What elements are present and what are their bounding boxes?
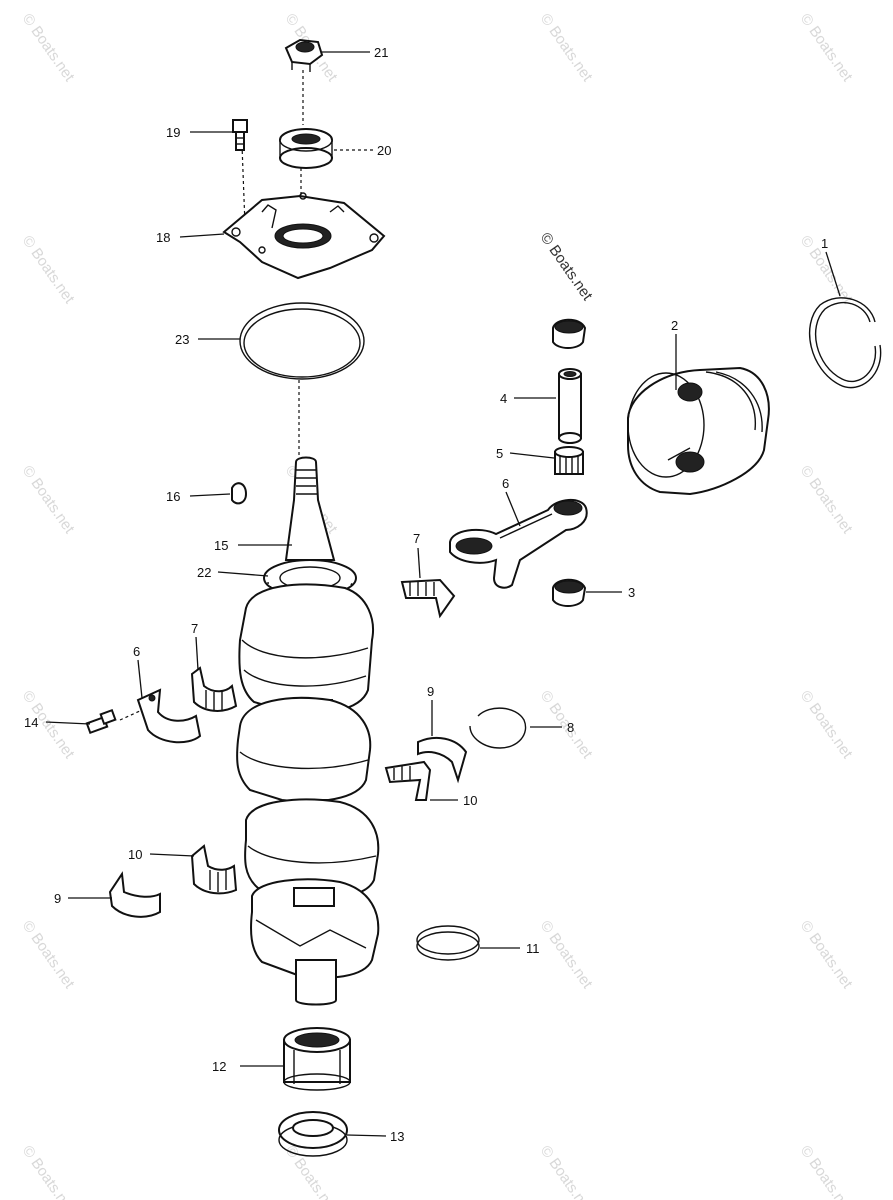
callout-9: 9 — [54, 891, 61, 906]
watermark: © Boats.net — [282, 1143, 341, 1200]
callout-21: 21 — [374, 45, 388, 60]
part-14-screw — [85, 708, 117, 735]
callout-20: 20 — [377, 143, 391, 158]
watermark: © Boats.net — [537, 1143, 596, 1200]
watermark: © Boats.net — [537, 918, 596, 993]
part-6-rod-cap — [136, 688, 202, 744]
watermark: © Boats.net — [19, 233, 78, 308]
callout-23: 23 — [175, 332, 189, 347]
part-6-connecting-rod — [449, 499, 588, 589]
part-5-needle-bearing — [554, 446, 584, 475]
watermark-overlay: © Boats.net — [537, 230, 596, 305]
callout-10: 10 — [463, 793, 477, 808]
part-13-seal — [278, 1111, 348, 1157]
part-11-ring — [416, 925, 480, 961]
part-21-nut — [284, 38, 324, 72]
watermark: © Boats.net — [797, 11, 856, 86]
callout-7: 7 — [413, 531, 420, 546]
part-3-bearing-upper — [552, 318, 587, 349]
part-10-bearing-right — [384, 760, 432, 801]
part-9-retainer-right — [417, 736, 468, 784]
part-2-piston — [627, 366, 770, 496]
callout-labels: 21 20 19 18 23 1 2 4 5 6 16 15 22 7 3 7 … — [24, 45, 828, 1144]
watermark: © Boats.net — [797, 918, 856, 993]
part-4-wrist-pin — [558, 368, 582, 444]
callout-6: 6 — [502, 476, 509, 491]
callout-5: 5 — [496, 446, 503, 461]
callout-16: 16 — [166, 489, 180, 504]
callout-4: 4 — [500, 391, 507, 406]
callout-2: 2 — [671, 318, 678, 333]
part-10-bearing-left — [190, 844, 238, 895]
watermark: © Boats.net — [19, 1143, 78, 1200]
part-23-o-ring — [239, 302, 365, 380]
callout-15: 15 — [214, 538, 228, 553]
watermark: © Boats.net — [797, 688, 856, 763]
part-1-piston-ring — [808, 297, 882, 389]
callout-6: 6 — [133, 644, 140, 659]
part-18-bearing-housing — [222, 192, 386, 280]
part-7-bearing-left — [190, 666, 238, 712]
watermark: © Boats.net — [797, 1143, 856, 1200]
callout-7: 7 — [191, 621, 198, 636]
axis-line — [241, 144, 246, 226]
part-16-woodruff-key — [231, 482, 248, 505]
callout-14: 14 — [24, 715, 38, 730]
part-7-bearing-right — [400, 578, 456, 619]
callout-22: 22 — [197, 565, 211, 580]
callout-3: 3 — [628, 585, 635, 600]
callout-9: 9 — [427, 684, 434, 699]
leader-lines — [45, 51, 841, 1137]
callout-18: 18 — [156, 230, 170, 245]
part-8-retaining-ring — [469, 707, 527, 749]
watermark: © Boats.net — [19, 11, 78, 86]
part-9-retainer-left — [108, 871, 161, 918]
part-3-bearing-lower — [552, 578, 587, 607]
watermark: © Boats.net — [797, 463, 856, 538]
watermark: © Boats.net — [19, 463, 78, 538]
watermark: © Boats.net — [19, 918, 78, 993]
callout-13: 13 — [390, 1129, 404, 1144]
part-15-crankshaft — [236, 456, 380, 1006]
callout-11: 11 — [526, 941, 540, 956]
callout-19: 19 — [166, 125, 180, 140]
callout-10: 10 — [128, 847, 142, 862]
part-19-bolt — [232, 119, 248, 151]
part-20-seal — [279, 128, 333, 169]
callout-8: 8 — [567, 720, 574, 735]
watermark: © Boats.net — [537, 11, 596, 86]
part-12-roller-bearing — [283, 1027, 351, 1091]
callout-12: 12 — [212, 1059, 226, 1074]
callout-1: 1 — [821, 236, 828, 251]
